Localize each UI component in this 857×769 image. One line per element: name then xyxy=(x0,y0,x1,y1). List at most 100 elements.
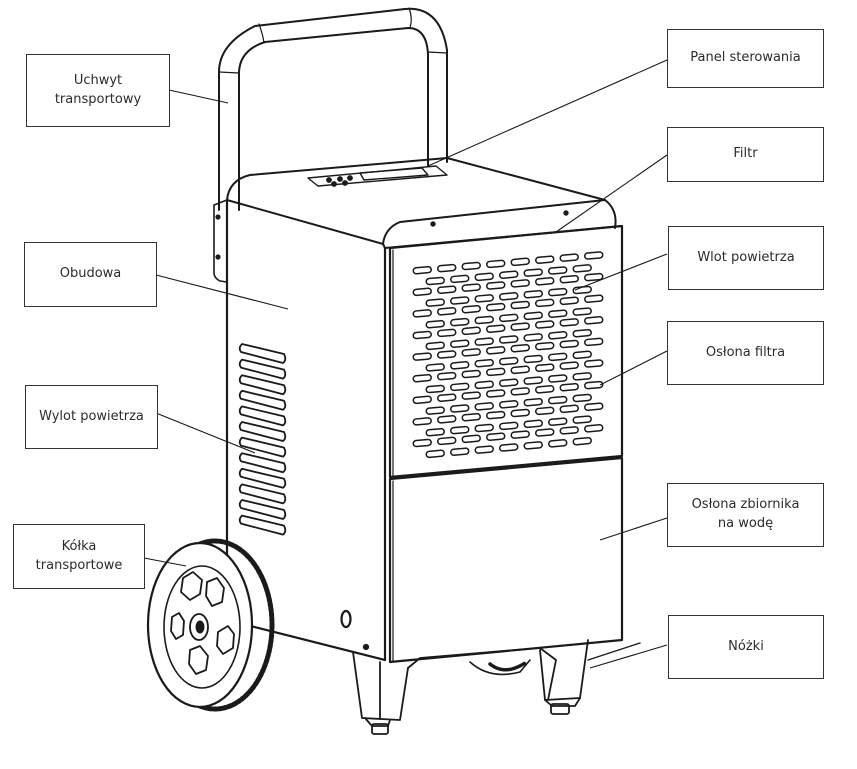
housing-side xyxy=(225,198,387,662)
air-inlet-slot xyxy=(510,322,530,331)
air-inlet-slots xyxy=(412,251,604,459)
air-inlet-slot xyxy=(412,265,432,275)
air-inlet-slot xyxy=(559,339,579,349)
leader-line-handle xyxy=(168,89,229,104)
air-inlet-slot xyxy=(499,270,519,279)
air-inlet-slot xyxy=(474,294,494,303)
louvre-slot xyxy=(238,483,287,505)
louvre-slot xyxy=(238,514,287,536)
air-inlet-slot xyxy=(572,393,592,403)
air-inlet-slot xyxy=(548,374,568,383)
air-inlet-slot xyxy=(584,294,604,303)
air-inlet-slot xyxy=(437,415,457,424)
leader-line-feet xyxy=(589,644,668,669)
air-inlet-slot xyxy=(486,302,506,312)
air-inlet-slot xyxy=(584,359,604,368)
leader-line-filter-cover xyxy=(599,350,668,386)
air-inlet-slot xyxy=(450,317,470,327)
label-wheels: Kółka transportowe xyxy=(13,524,145,589)
air-inlet-slot xyxy=(486,410,506,420)
air-inlet-slot xyxy=(548,309,568,318)
air-inlet-slot xyxy=(584,337,604,347)
air-inlet-slot xyxy=(425,319,445,329)
label-control-panel: Panel sterowania xyxy=(667,29,824,88)
leader-line-housing xyxy=(155,274,289,310)
air-inlet-slot xyxy=(461,261,481,271)
air-inlet-slot xyxy=(499,292,519,301)
air-inlet-slot xyxy=(584,402,604,411)
air-inlet-slot xyxy=(559,253,579,262)
air-inlet-slot xyxy=(559,426,579,435)
label-filter-cover: Osłona filtra xyxy=(667,321,824,385)
air-inlet-slot xyxy=(510,365,530,375)
air-inlet-slot xyxy=(474,337,494,346)
air-inlet-slot xyxy=(499,443,519,452)
side-air-outlet-louvres xyxy=(238,343,287,536)
air-inlet-slot xyxy=(572,328,592,338)
air-inlet-slot xyxy=(474,380,494,390)
label-air-inlet: Wlot powietrza xyxy=(668,226,824,290)
air-inlet-slot xyxy=(499,400,519,409)
air-inlet-slot xyxy=(486,324,506,333)
air-inlet-slot xyxy=(499,356,519,366)
air-inlet-slot xyxy=(499,335,519,344)
air-inlet-slot xyxy=(572,307,592,316)
air-inlet-slot xyxy=(523,268,543,277)
transport-wheel-drawing xyxy=(146,538,275,712)
air-inlet-slot xyxy=(548,331,568,340)
air-inlet-slot xyxy=(572,264,592,273)
air-inlet-slot xyxy=(412,330,432,340)
air-inlet-slot xyxy=(425,427,445,437)
control-panel-drawing xyxy=(307,165,569,227)
air-inlet-slot xyxy=(510,408,530,418)
louvre-slot xyxy=(238,436,287,458)
air-inlet-slot xyxy=(548,266,568,275)
louvre-slot xyxy=(238,421,287,442)
air-inlet-slot xyxy=(450,274,470,284)
air-inlet-slot xyxy=(437,350,457,359)
air-inlet-slot xyxy=(510,300,530,310)
air-inlet-slot xyxy=(474,358,494,368)
air-inlet-slot xyxy=(425,276,445,286)
air-inlet-slot xyxy=(450,296,470,305)
louvre-slot xyxy=(238,343,287,364)
air-inlet-slot xyxy=(425,341,445,351)
transport-handle xyxy=(218,7,448,211)
leader-line-wheels xyxy=(143,557,187,567)
air-inlet-slot xyxy=(437,263,457,273)
air-inlet-slot xyxy=(523,311,543,321)
air-inlet-slot xyxy=(523,419,543,429)
air-inlet-slot xyxy=(474,315,494,325)
air-inlet-slot xyxy=(523,376,543,385)
air-inlet-slot xyxy=(461,391,481,400)
air-inlet-slot xyxy=(535,320,555,329)
air-inlet-slot xyxy=(535,298,555,308)
label-handle: Uchwyt transportowy xyxy=(26,54,170,127)
air-inlet-slot xyxy=(461,304,481,314)
air-inlet-slot xyxy=(486,281,506,290)
air-inlet-slot xyxy=(461,283,481,292)
air-inlet-slot xyxy=(535,363,555,372)
louvre-slot xyxy=(238,374,287,396)
air-inlet-slot xyxy=(486,389,506,398)
air-inlet-slot xyxy=(425,298,445,307)
air-inlet-slot xyxy=(572,372,592,381)
air-inlet-slot xyxy=(499,378,519,387)
air-inlet-slot xyxy=(535,385,555,394)
air-inlet-slot xyxy=(461,369,481,379)
air-inlet-slot xyxy=(461,326,481,336)
air-inlet-slot xyxy=(437,371,457,381)
air-inlet-slot xyxy=(548,287,568,297)
air-inlet-slot xyxy=(425,384,445,394)
air-inlet-slot xyxy=(584,380,604,390)
air-inlet-slot xyxy=(510,430,530,439)
air-inlet-slot xyxy=(548,395,568,405)
air-inlet-slot xyxy=(510,387,530,396)
air-inlet-slot xyxy=(486,432,506,441)
air-inlet-slot xyxy=(499,421,519,431)
air-inlet-slot xyxy=(450,425,470,435)
air-inlet-slot xyxy=(450,361,470,370)
air-inlet-slot xyxy=(499,313,519,323)
air-inlet-slot xyxy=(474,272,494,282)
air-inlet-slot xyxy=(486,346,506,355)
